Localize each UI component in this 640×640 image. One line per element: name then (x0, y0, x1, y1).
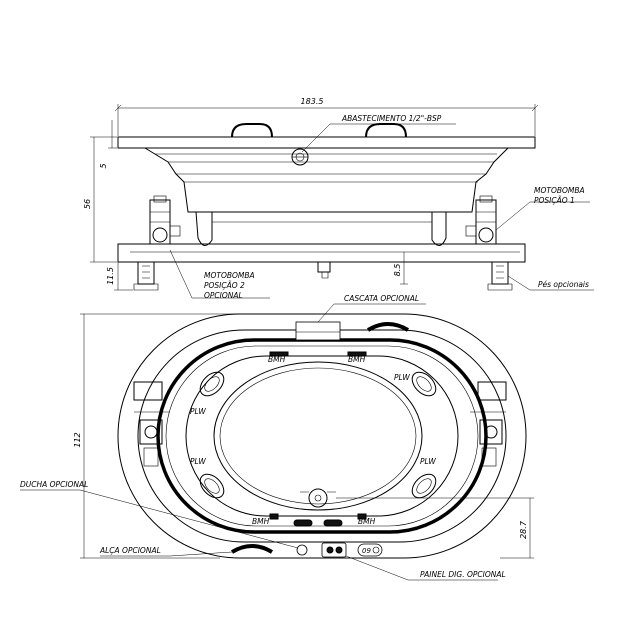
label-plw-bottom-right: PLW (420, 457, 436, 466)
plw-jet-bottom-left (199, 473, 225, 499)
dim-offset-text: 28.7 (519, 520, 528, 539)
dim-base-text: 11.5 (106, 267, 115, 285)
label-alca: ALÇA OPCIONAL (99, 546, 161, 555)
plan-floor (213, 361, 423, 511)
label-plw-top-right: PLW (394, 373, 410, 382)
plan-outer-rim (117, 313, 527, 559)
label-plw-bottom-left: PLW (190, 457, 206, 466)
plan-handle-top (366, 322, 410, 332)
dim-height: 56 (83, 136, 117, 263)
plw-jet-top-right (411, 371, 437, 397)
pump-position-2 (149, 195, 181, 245)
dim-rim-text: 5 (99, 163, 108, 168)
base-frame (117, 243, 526, 263)
dim-pipe: 8.5 (393, 252, 408, 285)
label-abastecimento: ABASTECIMENTO 1/2"-BSP (341, 114, 442, 123)
label-bmh-top-right: BMH (348, 355, 366, 364)
dim-pipe-text: 8.5 (393, 264, 402, 277)
pump-position-1 (465, 195, 497, 245)
dim-rim: 5 (99, 120, 117, 169)
top-handle-right (365, 123, 407, 138)
label-painel: PAINEL DIG. OPCIONAL (420, 570, 506, 579)
plan-view: BMH BMH BMH BMH PLW PLW PLW PLW 09 112 (20, 294, 534, 581)
tub-rim (117, 136, 536, 149)
label-plw-top-left: PLW (190, 407, 206, 416)
plan-cascata (295, 321, 341, 341)
tub-right-leg (431, 212, 447, 246)
bmh-jets-bottom (269, 513, 367, 527)
dim-height-text: 56 (83, 199, 92, 209)
tub-left-leg (195, 211, 213, 246)
drain-pipe (317, 262, 331, 273)
plan-seat-band (156, 338, 488, 534)
plw-jet-bottom-right (411, 473, 437, 499)
tub-body (144, 147, 509, 213)
plan-basin (185, 355, 459, 517)
plan-drain (300, 488, 336, 508)
bmh-jets-top (269, 351, 367, 357)
painel-code: 09 (362, 547, 371, 555)
plan-handle-bottom (230, 544, 274, 554)
foot-left (133, 262, 159, 291)
label-ducha: DUCHA OPCIONAL (20, 480, 88, 489)
dim-offset: 28.7 (336, 497, 534, 559)
label-bmh-bottom-right: BMH (358, 517, 376, 526)
plan-ducha (296, 544, 308, 556)
label-motobomba-2-b: POSIÇÃO 2 (204, 281, 245, 290)
dim-base: 11.5 (106, 262, 133, 291)
plan-pump-left (133, 381, 170, 467)
foot-right (487, 262, 513, 291)
label-bmh-bottom-left: BMH (252, 517, 270, 526)
side-elevation: 183.5 56 5 11.5 8.5 ABASTECIMENTO 1/2"-B (83, 97, 594, 300)
dim-width: 112 (73, 313, 240, 559)
plan-pump-right (470, 381, 507, 467)
label-motobomba-2-c: OPCIONAL (204, 291, 243, 300)
label-motobomba-1-b: POSIÇÃO 1 (534, 196, 575, 205)
label-cascata: CASCATA OPCIONAL (344, 294, 419, 303)
top-handle-left (231, 123, 273, 138)
dim-width-text: 112 (73, 432, 82, 447)
supply-fitting (291, 148, 309, 166)
plw-jet-top-left (199, 371, 225, 397)
dim-length-text: 183.5 (301, 97, 324, 106)
label-bmh-top-left: BMH (268, 355, 286, 364)
label-pes: Pés opcionais (538, 280, 589, 289)
plan-painel: 09 (321, 542, 383, 558)
dim-length: 183.5 (114, 97, 539, 136)
label-motobomba-1-a: MOTOBOMBA (534, 186, 585, 195)
label-motobomba-2-a: MOTOBOMBA (204, 271, 255, 280)
